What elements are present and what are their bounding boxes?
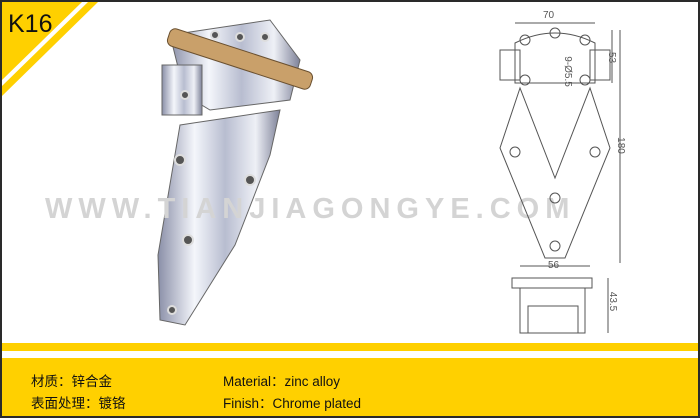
material-en: Material：zinc alloy — [223, 374, 341, 389]
material-cn: 材质：锌合金 — [31, 374, 112, 389]
corner-badge — [2, 2, 98, 96]
watermark: WWW.TIANJIAGONGYE.COM — [45, 193, 576, 225]
spec-panel — [2, 358, 698, 416]
dim-width-bottom: 56 — [548, 260, 560, 271]
finish-cn: 表面处理：镀铬 — [31, 396, 126, 411]
model-code: K16 — [8, 10, 53, 38]
dim-height-total: 180 — [614, 137, 626, 154]
dim-holes: 9-Ø5.5 — [561, 56, 573, 87]
dim-width-top: 70 — [543, 10, 555, 21]
hinge-photo — [157, 19, 314, 326]
dim-depth: 43.5 — [607, 291, 619, 312]
finish-en: Finish：Chrome plated — [223, 396, 362, 411]
accent-band — [2, 343, 698, 351]
dim-height-top: 53 — [606, 51, 618, 64]
technical-drawing — [499, 22, 621, 334]
